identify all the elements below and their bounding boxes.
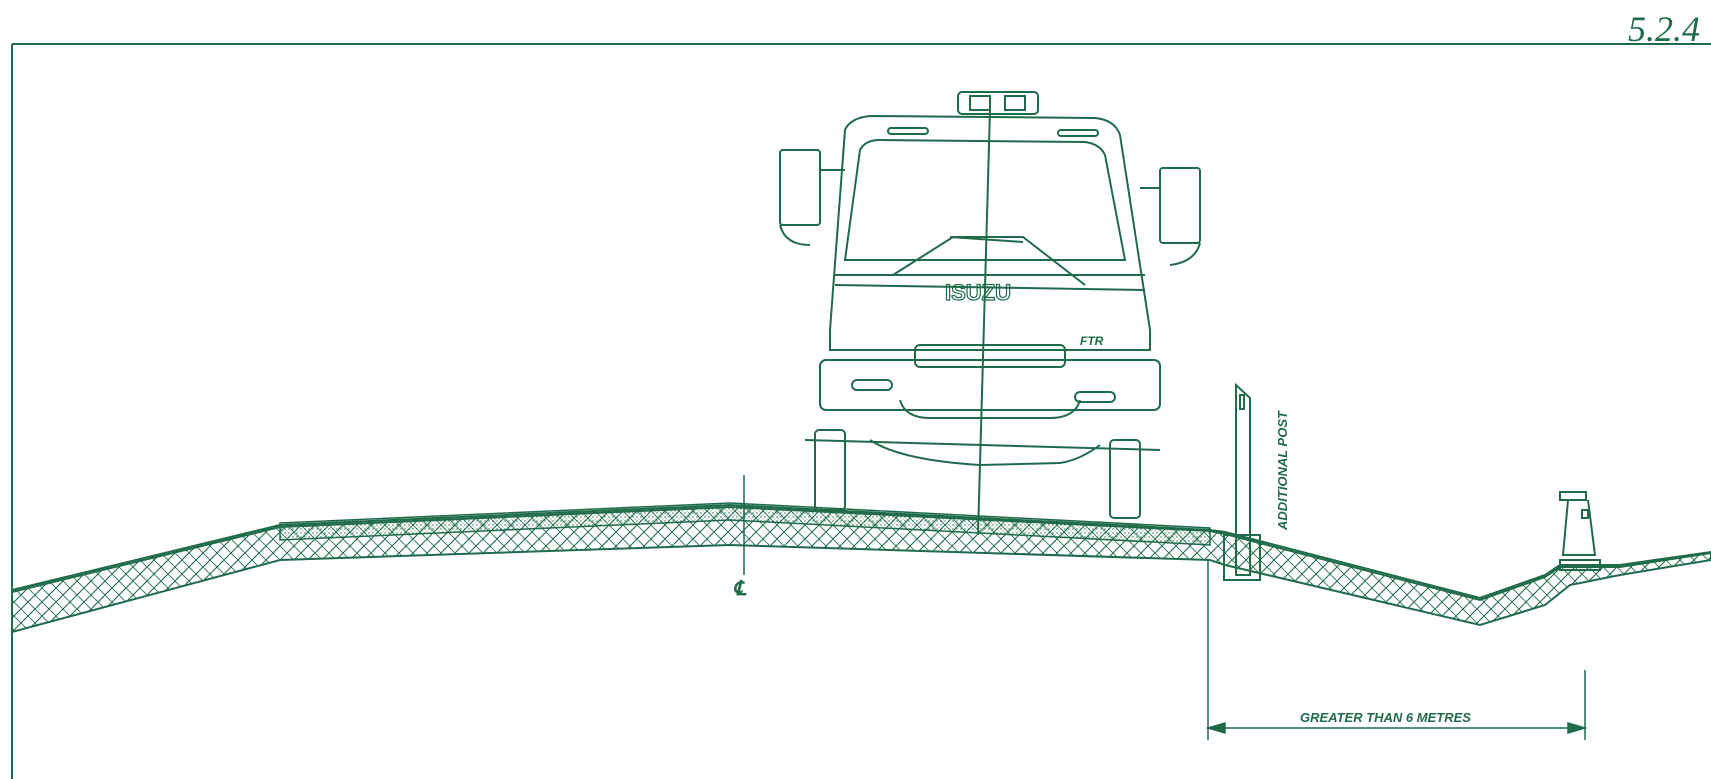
dimension-line [1205,560,1588,740]
additional-post-label: ADDITIONAL POST [1275,410,1290,531]
truck-model-badge: FTR [1080,334,1104,348]
guide-post [1559,491,1601,571]
page-number: 5.2.4 [1628,9,1700,49]
centreline-marker: ℄ [733,475,747,600]
truck-front-view [779,91,1201,536]
additional-post [1223,382,1261,581]
drawing-frame [11,43,1711,779]
pavement-layer [279,502,1211,546]
truck-brand-badge: ISUZU [945,280,1011,305]
dimension-label: GREATER THAN 6 METRES [1300,710,1471,725]
centreline-symbol: ℄ [733,578,747,600]
